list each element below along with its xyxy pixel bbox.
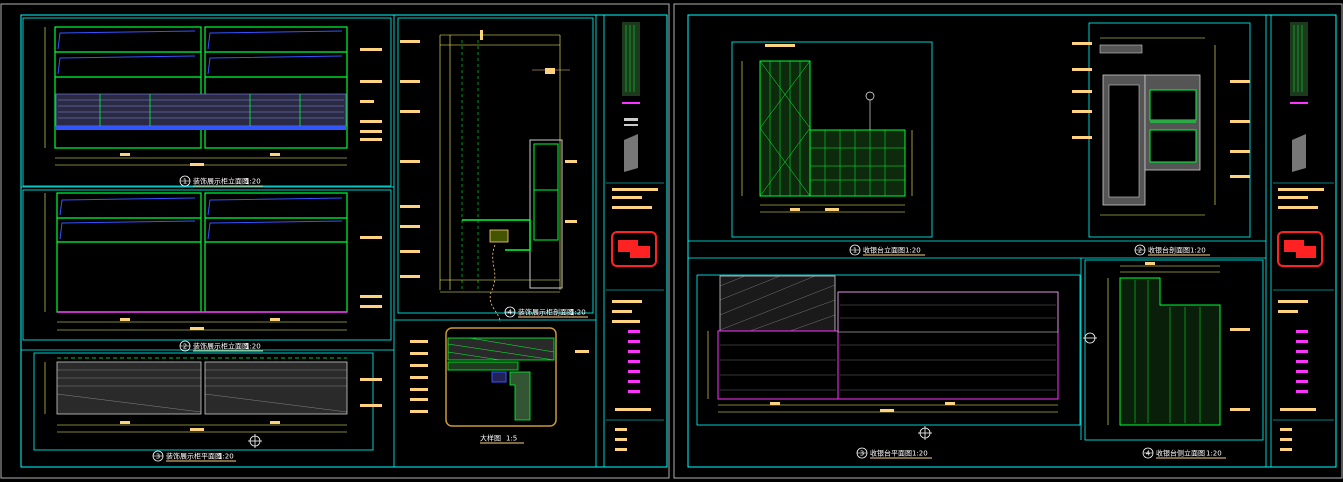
cabinet-plan-drawing: [44, 357, 382, 448]
view-label: 4 收银台侧立面图 1:20: [1142, 447, 1226, 459]
view-title: 收银台平面图: [870, 449, 912, 458]
view-number: 1: [853, 247, 857, 255]
view-number: 2: [1138, 247, 1142, 255]
view-number: 4: [508, 309, 513, 317]
view-label: 3 装饰展示柜平面图 1:20: [152, 450, 236, 462]
view-title: 装饰展示柜剖面图: [518, 308, 574, 317]
right-sheet: [673, 3, 1343, 479]
view-scale: 1:20: [218, 453, 234, 461]
view-title: 收银台立面图: [863, 246, 905, 255]
view-number: 3: [860, 450, 864, 458]
reception-elevation-drawing: [741, 44, 913, 213]
view-title: 收银台侧立面图: [1156, 449, 1205, 458]
view-label: 3 收银台平面图 1:20: [856, 447, 932, 459]
right-company-logo: [1277, 231, 1323, 267]
view-scale: 1:20: [1190, 247, 1206, 255]
view-scale: 1:20: [905, 247, 921, 255]
view-title: 收银台剖面图: [1148, 246, 1190, 255]
reception-plan-drawing: [707, 275, 1059, 440]
view-number: 2: [183, 343, 187, 351]
left-title-block: [606, 22, 664, 451]
view-scale: 1:5: [506, 435, 517, 443]
view-title: 大样图: [480, 434, 501, 443]
view-label: 1 装饰展示柜立面图 1:20: [179, 175, 263, 187]
view-title: 装饰展示柜平面图: [166, 452, 222, 461]
reception-side-drawing: [1083, 262, 1250, 426]
view-number: 1: [183, 178, 187, 186]
reception-section-drawing: [1072, 37, 1250, 216]
view-number: 4: [1146, 450, 1151, 458]
left-sheet-frame: [20, 14, 668, 468]
view-scale: 1:20: [245, 178, 261, 186]
view-scale: 1:20: [1206, 450, 1222, 458]
view-labels: 1 装饰展示柜立面图 1:20 2 装饰展示柜立面图 1:20 3 装饰展示柜平…: [152, 175, 1226, 462]
cabinet-section-drawing: [400, 30, 577, 323]
right-sheet-border: [673, 3, 1343, 479]
view-label: 大样图 1:5: [480, 434, 524, 444]
view-scale: 1:20: [912, 450, 928, 458]
left-sheet: [0, 3, 670, 479]
detail-drawing: [410, 327, 589, 427]
view-label: 1 收银台立面图 1:20: [849, 244, 925, 256]
view-scale: 1:20: [245, 343, 261, 351]
right-title-block: [1273, 22, 1334, 451]
cabinet-elevation-2-drawing: [44, 192, 382, 331]
view-scale: 1:20: [570, 309, 586, 317]
view-title: 装饰展示柜立面图: [193, 177, 249, 186]
left-company-logo: [611, 231, 657, 267]
view-number: 3: [156, 453, 160, 461]
view-label: 2 装饰展示柜立面图 1:20: [179, 340, 263, 352]
right-panel-grid: [688, 15, 1272, 467]
view-title: 装饰展示柜立面图: [193, 342, 249, 351]
left-sheet-border: [0, 3, 670, 479]
view-label: 2 收银台剖面图 1:20: [1134, 244, 1210, 256]
view-label: 4 装饰展示柜剖面图 1:20: [504, 306, 588, 318]
cabinet-elevation-1-drawing: [44, 26, 382, 166]
